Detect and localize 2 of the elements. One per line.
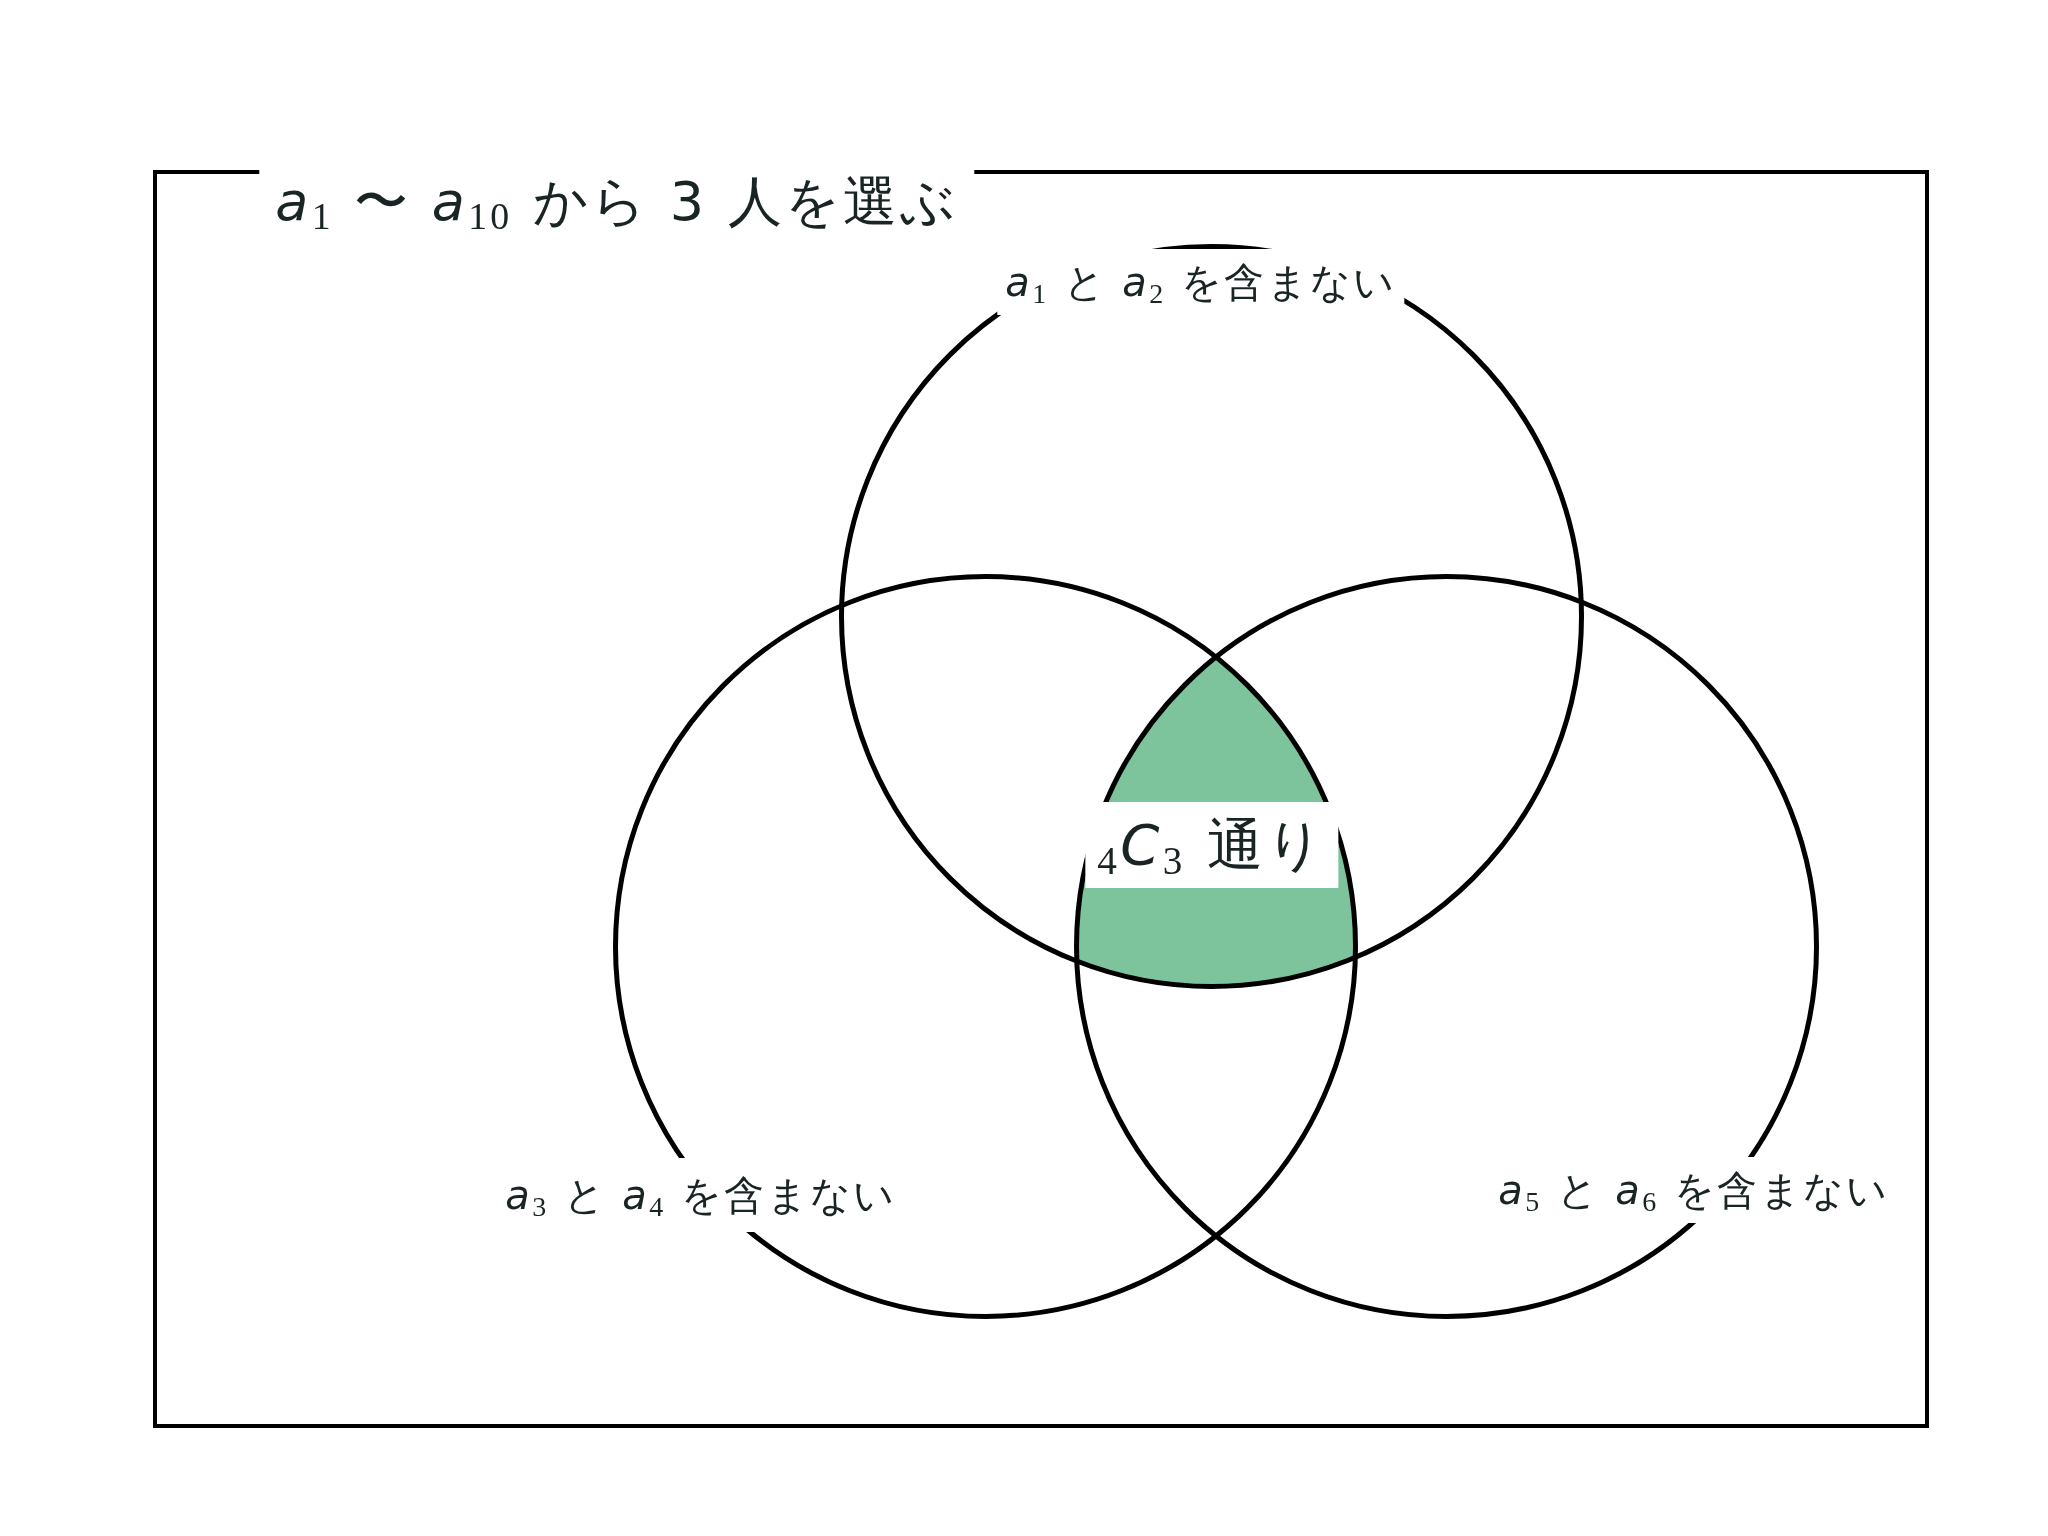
count-label: $_{4}$C$_{3}$ 通り [1085, 802, 1339, 888]
set-label: a$_{1}$ と a$_{2}$ を含まない [997, 249, 1405, 315]
